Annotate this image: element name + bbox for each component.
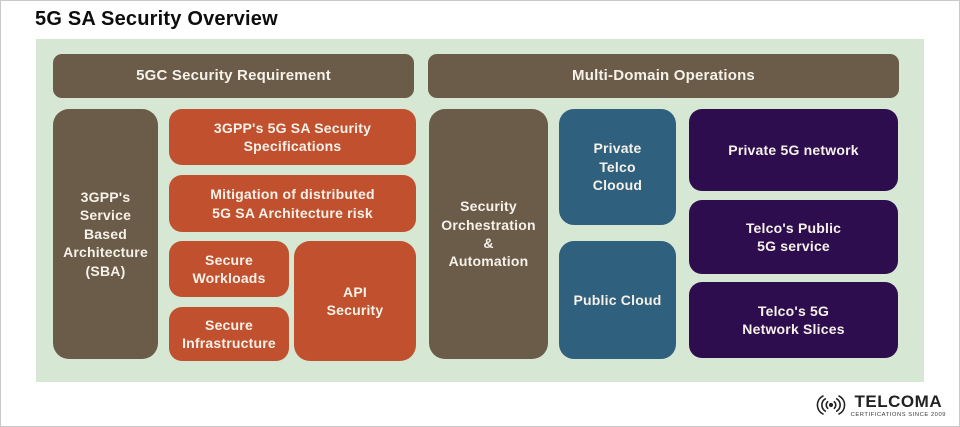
block-sba: 3GPP's Service Based Architecture (SBA) [53, 109, 158, 359]
block-public-cloud: Public Cloud [559, 241, 676, 359]
logo-name: TELCOMA [854, 391, 943, 411]
header-multi-domain-operations: Multi-Domain Operations [428, 54, 899, 98]
logo-text: TELCOMA CERTIFICATIONS SINCE 2009 [851, 393, 946, 418]
block-secure-infrastructure: Secure Infrastructure [169, 307, 289, 361]
block-security-orchestration-automation: Security Orchestration & Automation [429, 109, 548, 359]
block-private-telco-cloud: Private Telco Clooud [559, 109, 676, 225]
telcoma-logo: TELCOMA CERTIFICATIONS SINCE 2009 [814, 390, 946, 420]
block-private-5g-network: Private 5G network [689, 109, 898, 191]
page-title: 5G SA Security Overview [35, 8, 278, 30]
block-secure-workloads: Secure Workloads [169, 241, 289, 297]
block-api-security: API Security [294, 241, 416, 361]
block-telco-5g-network-slices: Telco's 5G Network Slices [689, 282, 898, 358]
header-5gc-security-requirement: 5GC Security Requirement [53, 54, 414, 98]
wireless-signal-icon [814, 390, 848, 420]
block-telco-public-5g-service: Telco's Public 5G service [689, 200, 898, 274]
block-5g-sa-security-specifications: 3GPP's 5G SA Security Specifications [169, 109, 416, 165]
logo-tagline: CERTIFICATIONS SINCE 2009 [850, 411, 946, 418]
block-mitigation-architecture-risk: Mitigation of distributed 5G SA Architec… [169, 175, 416, 232]
